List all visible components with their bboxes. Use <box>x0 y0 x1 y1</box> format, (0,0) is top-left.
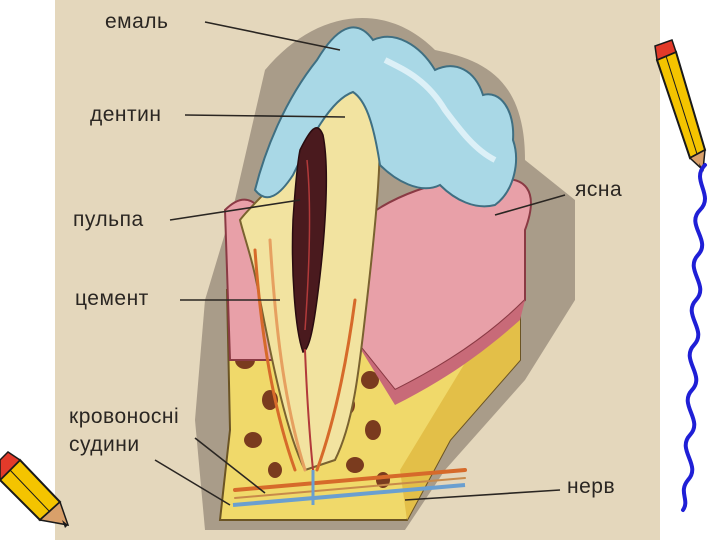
label-pulp: пульпа <box>73 208 144 232</box>
tooth-illustration <box>55 0 660 540</box>
pencil-icon <box>655 40 705 172</box>
label-enamel: емаль <box>105 10 169 34</box>
tooth-cross-section-figure: емаль дентин пульпа цемент кровоносні су… <box>55 0 660 540</box>
label-vessels-line1: кровоносні <box>69 405 179 429</box>
label-gum: ясна <box>575 178 622 202</box>
wavy-line-decoration <box>683 165 705 510</box>
label-dentin: дентин <box>90 103 161 127</box>
label-vessels-line2: судини <box>69 433 140 457</box>
label-cement: цемент <box>75 287 149 311</box>
label-nerve: нерв <box>567 475 615 499</box>
